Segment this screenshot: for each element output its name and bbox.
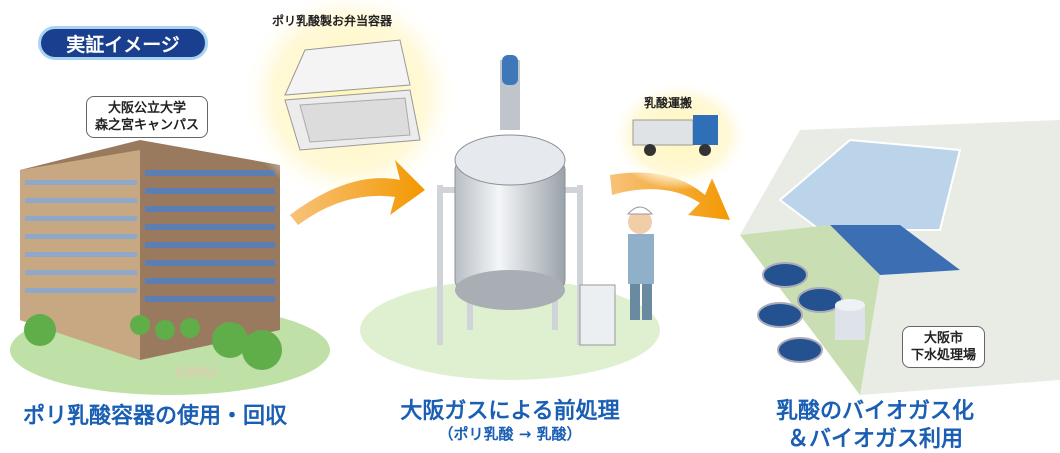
demo-image-badge: 実証イメージ xyxy=(38,26,208,60)
lunch-box-label: ポリ乳酸製お弁当容器 xyxy=(272,14,393,28)
transport-label: 乳酸運搬 xyxy=(644,96,693,110)
step1-caption: ポリ乳酸容器の使用・回収 xyxy=(22,404,287,429)
building-sign: OMU xyxy=(175,363,218,382)
campus-callout-line1: 大阪公立大学 xyxy=(108,101,187,116)
step3-caption-line1: 乳酸のバイオガス化 xyxy=(775,399,974,424)
treatment-plant-illustration xyxy=(740,120,1060,395)
plant-callout-line1: 大阪市 xyxy=(924,331,964,346)
plant-callout-line2: 下水処理場 xyxy=(911,348,977,363)
step2-subcaption: （ポリ乳酸 → 乳酸） xyxy=(438,425,582,443)
lunch-box-illustration xyxy=(240,0,460,205)
campus-callout-line2: 森之宮キャンパス xyxy=(95,118,200,133)
campus-illustration: OMU xyxy=(0,110,330,395)
arrow-icon xyxy=(610,172,730,220)
campus-callout: 大阪公立大学 森之宮キャンパス xyxy=(86,96,209,138)
step3-caption-line2: ＆バイオガス利用 xyxy=(786,427,963,452)
arrow-icon xyxy=(290,160,425,225)
reactor-illustration xyxy=(360,55,660,380)
step2-caption: 大阪ガスによる前処理 xyxy=(400,399,620,424)
truck-illustration xyxy=(610,80,750,190)
plant-callout: 大阪市 下水処理場 xyxy=(902,326,986,368)
